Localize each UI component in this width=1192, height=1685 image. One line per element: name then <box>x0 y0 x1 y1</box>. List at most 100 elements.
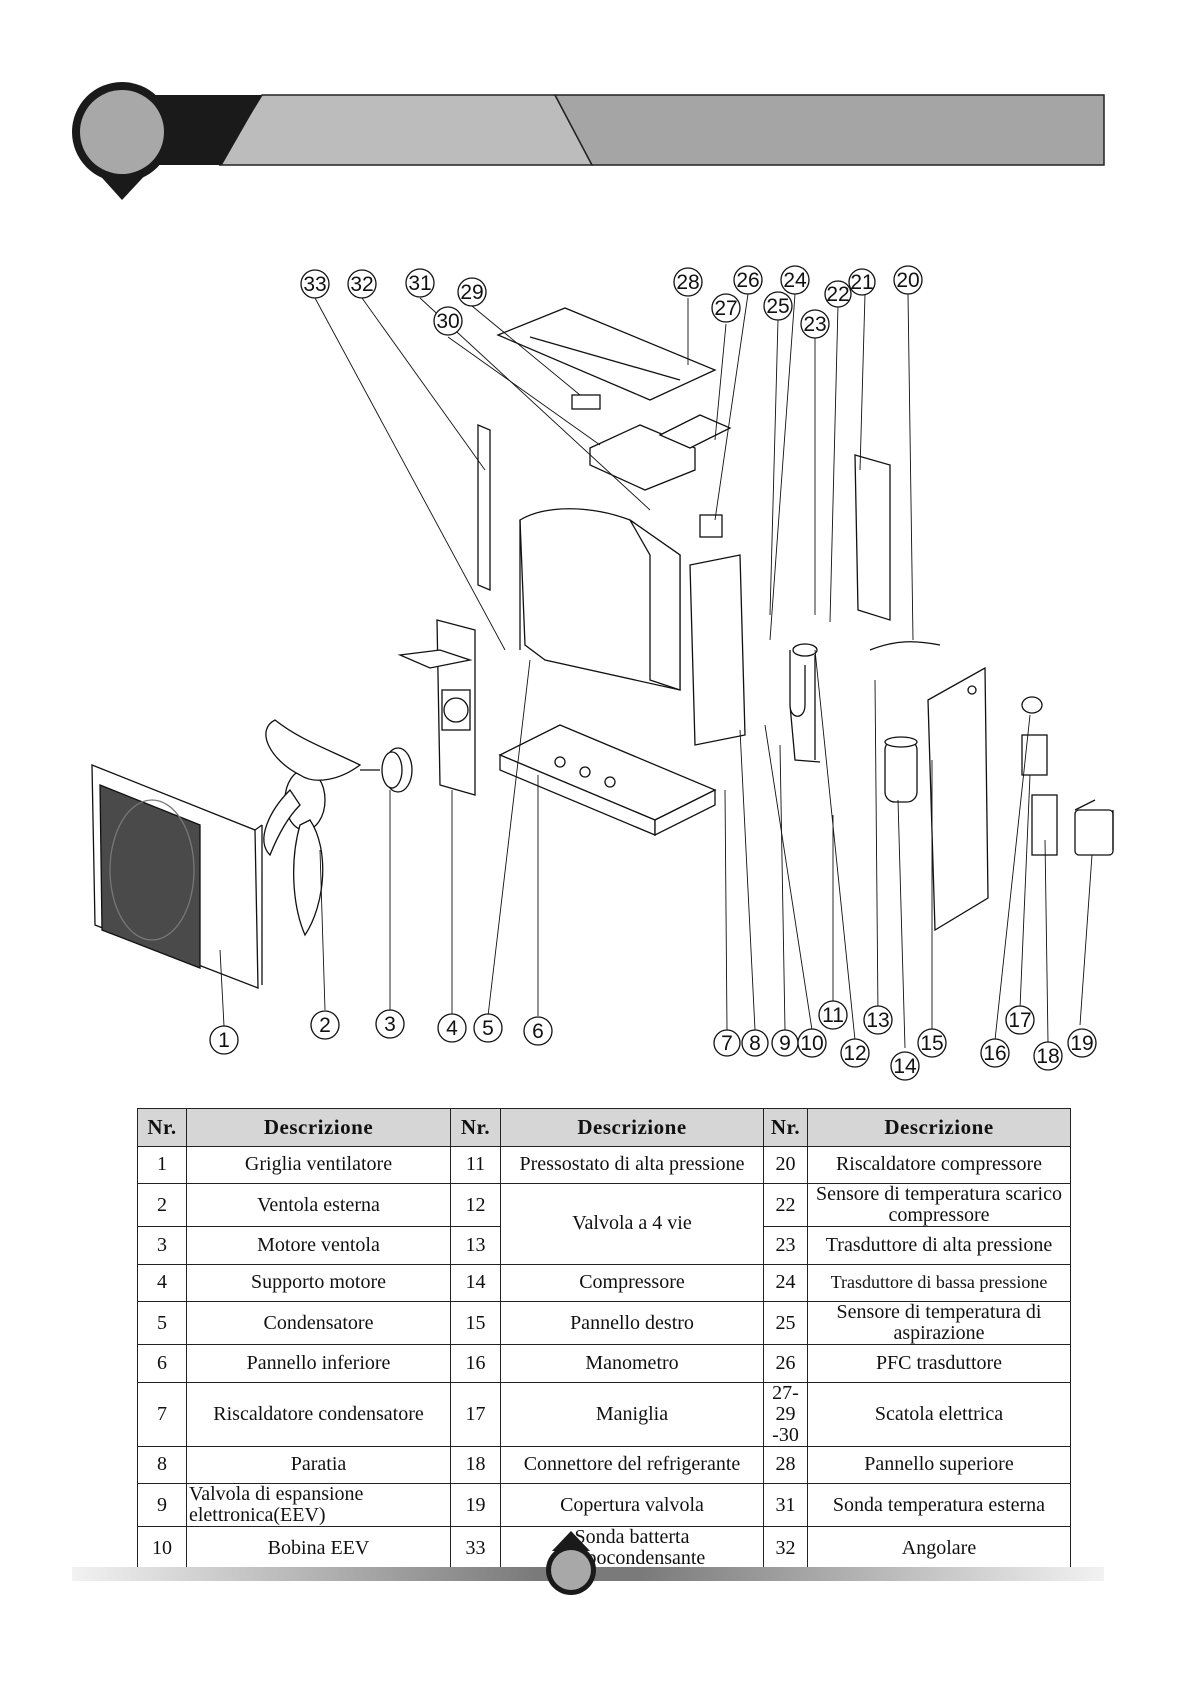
part-compressor <box>884 736 918 803</box>
page-number-badge <box>546 1531 596 1595</box>
header-left-tab <box>218 94 594 166</box>
part-number: 23 <box>763 1226 808 1265</box>
part-description: PFC trasduttore <box>807 1344 1071 1383</box>
part-pfc <box>699 514 723 538</box>
callout-15: 15 <box>917 1028 947 1058</box>
part-motor-support <box>397 619 476 796</box>
part-top-panel <box>496 307 717 401</box>
svg-text:19: 19 <box>1070 1032 1093 1055</box>
part-number: 15 <box>450 1301 501 1345</box>
part-number: 28 <box>763 1445 808 1484</box>
part-description: Pannello inferiore <box>186 1344 451 1383</box>
callout-23: 23 <box>800 309 830 339</box>
header-descrizione: Descrizione <box>500 1108 764 1147</box>
part-number: 26 <box>763 1344 808 1383</box>
svg-text:5: 5 <box>482 1017 494 1040</box>
svg-text:14: 14 <box>893 1055 917 1078</box>
part-bottom-panel <box>498 724 717 837</box>
svg-text:25: 25 <box>766 295 789 318</box>
callout-28: 28 <box>673 267 703 297</box>
callout-29: 29 <box>457 277 487 307</box>
callout-19: 19 <box>1067 1028 1097 1058</box>
callout-27: 27 <box>711 293 741 323</box>
part-description: Sonda batterta evapocondensante <box>500 1526 764 1570</box>
svg-text:26: 26 <box>736 269 759 292</box>
part-bulkhead <box>689 554 746 746</box>
part-number: 11 <box>450 1145 501 1184</box>
svg-text:4: 4 <box>446 1017 458 1040</box>
table-row: 1 Griglia ventilatore 11 Pressostato di … <box>137 1145 1071 1184</box>
part-number: 2 <box>137 1183 187 1227</box>
part-description: Pannello superiore <box>807 1445 1071 1484</box>
svg-text:2: 2 <box>319 1014 331 1037</box>
part-manometer <box>1021 696 1043 714</box>
part-number: 5 <box>137 1301 187 1345</box>
part-fan-grille <box>91 764 263 989</box>
part-description: Valvola a 4 vie <box>500 1183 764 1265</box>
parts-table: Nr. Descrizione Nr. Descrizione Nr. Desc… <box>137 1108 1071 1570</box>
leader-lines <box>219 293 1093 1049</box>
callout-16: 16 <box>980 1038 1010 1068</box>
part-number: 1 <box>137 1145 187 1184</box>
callout-30: 30 <box>433 306 463 336</box>
page-header-banner <box>72 82 1105 200</box>
header-descrizione: Descrizione <box>807 1108 1071 1147</box>
callout-7: 7 <box>713 1029 741 1057</box>
part-description: Paratia <box>186 1445 451 1484</box>
part-number: 24 <box>763 1263 808 1302</box>
part-number: 17 <box>450 1381 501 1447</box>
callout-6: 6 <box>523 1016 553 1046</box>
part-description: Maniglia <box>500 1381 764 1447</box>
part-number: 16 <box>450 1344 501 1383</box>
svg-text:32: 32 <box>350 273 373 296</box>
svg-text:7: 7 <box>721 1032 733 1055</box>
part-description: Ventola esterna <box>186 1183 451 1227</box>
part-number: 18 <box>450 1445 501 1484</box>
part-condenser <box>519 508 681 691</box>
svg-text:30: 30 <box>436 310 459 333</box>
part-description: Pressostato di alta pressione <box>500 1145 764 1184</box>
part-description: Riscaldatore condensatore <box>186 1381 451 1447</box>
header-nr: Nr. <box>137 1108 187 1147</box>
callout-14: 14 <box>890 1051 920 1081</box>
table-row: 2 Ventola esterna 12 Valvola a 4 vie 22 … <box>137 1183 1071 1265</box>
callout-31: 31 <box>405 268 435 298</box>
part-handle <box>1021 734 1048 776</box>
part-fan-blade <box>263 719 362 937</box>
svg-text:29: 29 <box>460 281 483 304</box>
svg-text:1: 1 <box>218 1029 230 1052</box>
part-electrical-box <box>571 394 696 491</box>
table-row: 10 Bobina EEV 33 Sonda batterta evapocon… <box>137 1526 1071 1570</box>
svg-text:12: 12 <box>843 1042 866 1065</box>
callout-10: 10 <box>797 1028 827 1058</box>
callout-17: 17 <box>1005 1005 1035 1035</box>
header-right-tab <box>553 94 1105 166</box>
part-description: Sonda temperatura esterna <box>807 1483 1071 1527</box>
callout-32: 32 <box>347 269 377 299</box>
part-valve-cover <box>1074 799 1114 856</box>
table-row: 9 Valvola di espansione elettronica(EEV)… <box>137 1483 1071 1527</box>
part-description: Copertura valvola <box>500 1483 764 1527</box>
callout-4: 4 <box>437 1013 467 1043</box>
callout-11: 11 <box>818 1000 848 1030</box>
callout-20: 20 <box>893 265 923 295</box>
part-number: 20 <box>763 1145 808 1184</box>
part-description: Sensore di temperatura scarico compresso… <box>807 1183 1071 1227</box>
part-number: 4 <box>137 1263 187 1302</box>
part-four-way-valve <box>789 643 821 763</box>
svg-text:31: 31 <box>408 272 431 295</box>
part-description: Supporto motore <box>186 1263 451 1302</box>
part-refrigerant-connector <box>1031 794 1058 856</box>
table-header-row: Nr. Descrizione Nr. Descrizione Nr. Desc… <box>137 1108 1071 1147</box>
part-description: Trasduttore di alta pressione <box>807 1226 1071 1265</box>
svg-text:8: 8 <box>749 1032 761 1055</box>
part-number: 25 <box>763 1301 808 1345</box>
callout-3: 3 <box>375 1009 405 1039</box>
callout-2: 2 <box>310 1010 340 1040</box>
callout-12: 12 <box>840 1038 870 1068</box>
callout-18: 18 <box>1033 1041 1063 1071</box>
svg-text:18: 18 <box>1036 1045 1059 1068</box>
part-control-board <box>658 414 732 449</box>
part-number: 27-29 -30 <box>763 1381 808 1447</box>
callout-8: 8 <box>741 1029 769 1057</box>
